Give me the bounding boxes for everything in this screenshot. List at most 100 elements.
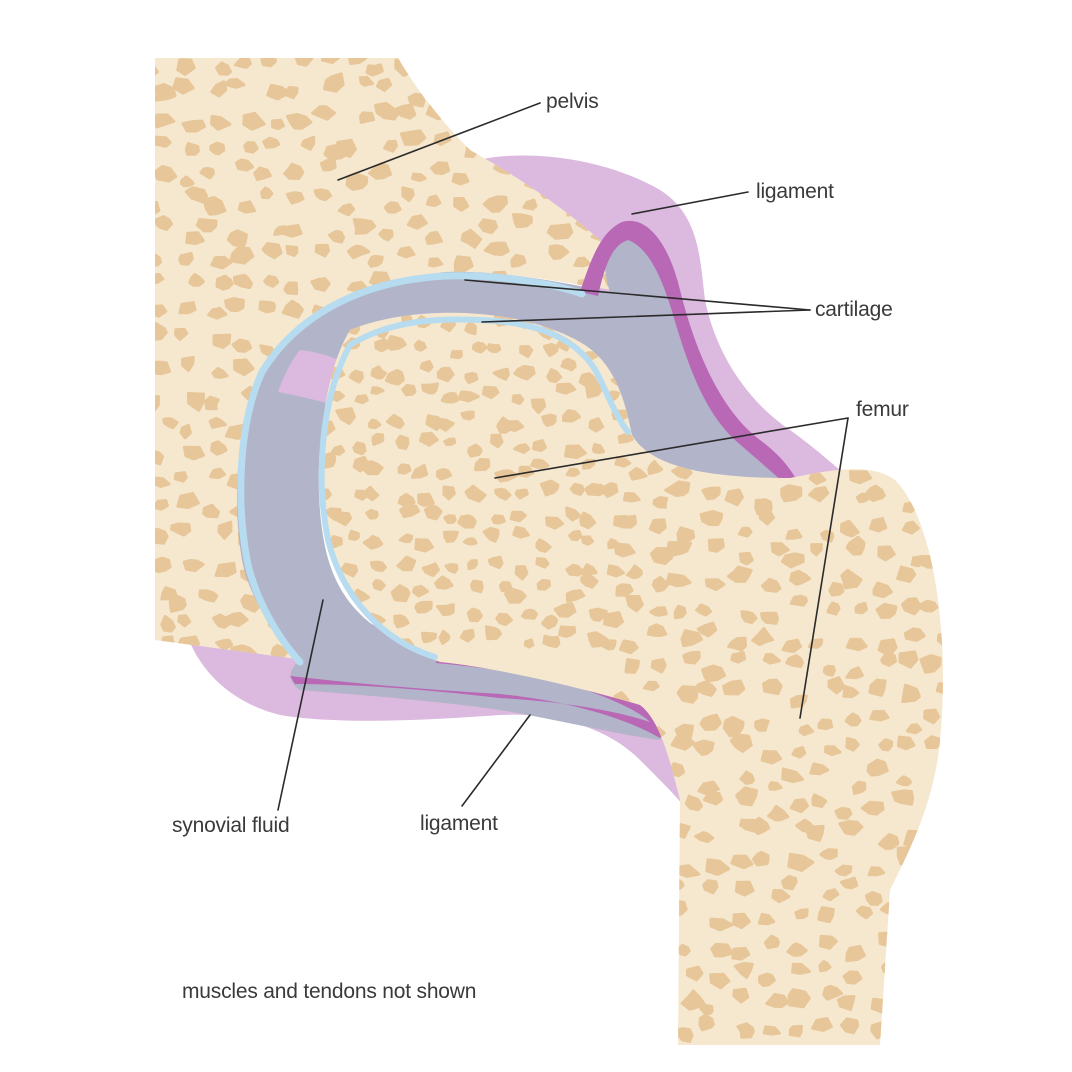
bone-pore: [878, 931, 899, 948]
bone-pore: [670, 734, 695, 751]
bone-pore: [840, 1017, 860, 1035]
bone-pore: [762, 678, 783, 696]
bone-pore: [900, 597, 922, 616]
bone-pore: [768, 781, 783, 791]
bone-pore: [484, 106, 510, 125]
bone-pore: [362, 534, 384, 550]
bone-pore: [789, 594, 808, 607]
bone-pore: [608, 879, 633, 900]
bone-pore: [729, 733, 753, 753]
bone-pore: [854, 601, 868, 615]
bone-pore: [182, 559, 205, 572]
bone-pore: [334, 511, 353, 527]
bone-pore: [894, 947, 911, 959]
bone-pore: [868, 678, 887, 697]
bone-pore: [155, 215, 173, 231]
bone-pore: [791, 962, 811, 975]
bone-pore: [436, 603, 455, 617]
bone-pore: [614, 456, 632, 468]
bone-pore: [285, 245, 299, 257]
bone-pore: [487, 343, 502, 354]
leader-synovial-fluid: [277, 599, 324, 811]
bone-pore: [217, 520, 233, 540]
bone-pore: [155, 304, 168, 318]
bone-pore: [617, 433, 634, 444]
bone-pore: [212, 333, 232, 349]
bone-pore: [937, 773, 943, 790]
bone-pore: [232, 273, 254, 290]
bone-pore: [603, 611, 624, 629]
bone-pore: [644, 804, 667, 821]
bone-pore: [401, 383, 417, 397]
bone-pore: [522, 62, 543, 80]
bone-pore: [199, 166, 215, 180]
bone-pore: [491, 514, 506, 525]
leader-femur-b: [799, 417, 849, 719]
bone-pore: [155, 360, 172, 376]
bone-pore: [512, 213, 534, 229]
bone-pore: [420, 631, 437, 644]
bone-pore: [760, 611, 779, 625]
bone-pore: [836, 995, 856, 1012]
bone-pore: [352, 218, 377, 235]
bone-pore: [789, 798, 810, 814]
bone-pore: [285, 85, 299, 100]
bone-pore: [367, 418, 382, 430]
bone-pore: [442, 530, 459, 544]
bone-pore: [699, 509, 724, 526]
leader-pelvis: [337, 102, 541, 181]
bone-pore: [384, 368, 405, 386]
bone-pore: [903, 468, 926, 482]
bone-pore: [242, 111, 266, 131]
bone-pore: [359, 111, 375, 124]
bone-pore: [365, 508, 379, 520]
bone-pore: [225, 612, 249, 628]
bone-pore: [383, 139, 398, 153]
bone-pore: [371, 432, 385, 446]
bone-pore: [435, 418, 455, 432]
bone-pore: [411, 584, 430, 598]
bone-pore: [266, 83, 291, 101]
bone-pore: [752, 850, 770, 867]
bone-pore: [628, 797, 644, 808]
leader-ligament-top: [631, 191, 749, 215]
bone-pore: [737, 526, 753, 538]
bone-pore: [648, 518, 667, 535]
bone-pore: [310, 277, 331, 292]
bone-pore: [406, 214, 428, 230]
bone-pore: [780, 484, 803, 503]
bone-pore: [601, 639, 617, 651]
bone-pore: [234, 58, 252, 69]
bone-pore: [281, 299, 304, 319]
bone-pore: [362, 460, 384, 476]
bone-pore: [763, 934, 780, 950]
bone-pore: [399, 504, 421, 519]
bone-pore: [730, 854, 754, 870]
bone-pore: [174, 327, 189, 341]
bone-pore: [311, 105, 336, 121]
bone-pore: [722, 715, 745, 738]
bone-pore: [701, 486, 721, 501]
bone-pore: [178, 301, 197, 315]
bone-pore: [806, 824, 825, 842]
bone-pore: [536, 578, 552, 591]
bone-pore: [198, 589, 219, 603]
leader-cartilage-a: [464, 279, 811, 311]
bone-pore: [547, 144, 562, 160]
bone-pore: [512, 525, 530, 539]
bone-pore: [374, 101, 400, 121]
bone-pore: [173, 471, 188, 483]
bone-pore: [820, 529, 835, 543]
bone-pore: [869, 516, 888, 533]
bone-pore: [262, 136, 281, 149]
bone-pore: [855, 905, 873, 920]
bone-pore: [155, 253, 162, 267]
bone-pore: [417, 492, 435, 507]
bone-pore: [707, 538, 725, 553]
bone-pore: [625, 564, 643, 580]
bone-pore: [271, 118, 285, 131]
bone-pore: [522, 198, 538, 211]
bone-pore: [575, 131, 597, 154]
bone-pore: [939, 584, 943, 598]
bone-pore: [334, 138, 357, 158]
